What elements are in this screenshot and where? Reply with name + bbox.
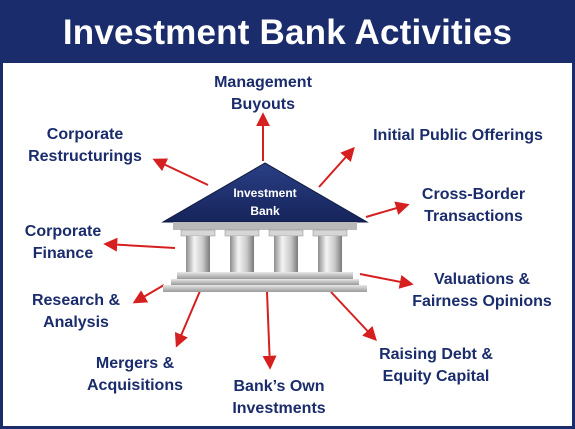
label-valuations-fairness-opinions: Valuations & Fairness Opinions (412, 271, 552, 310)
bank-step (177, 272, 353, 279)
arrow-banks-own-investments (262, 291, 277, 370)
bank-step (171, 279, 359, 285)
arrow-mergers-acquisitions (174, 290, 201, 348)
column-cap (268, 229, 304, 237)
bank-building-icon (161, 162, 369, 292)
arrow-corporate-finance (103, 237, 176, 252)
label-corporate-restructurings: Corporate Restructurings (28, 126, 142, 165)
bank-diagram (103, 112, 414, 370)
arrow-initial-public-offerings (318, 146, 355, 188)
bank-step (163, 285, 367, 292)
page-title: Investment Bank Activities (3, 3, 572, 63)
column-cap (312, 229, 348, 237)
arrows (103, 112, 414, 370)
label-mergers-acquisitions: Mergers & Acquisitions (86, 355, 183, 394)
label-management-buyouts: Management Buyouts (214, 74, 312, 113)
arrow-valuations-fairness-opinions (359, 273, 414, 289)
arrow-corporate-restructurings (152, 158, 209, 186)
column-cap (224, 229, 260, 237)
label-research-analysis: Research & Analysis (31, 292, 121, 331)
arrow-raising-debt-equity-capital (330, 291, 377, 342)
label-cross-border-transactions: Cross-Border Transactions (421, 186, 526, 225)
bank-entablature (173, 222, 357, 230)
bank-label: Investment Bank (233, 186, 297, 218)
label-corporate-finance: Corporate Finance (24, 223, 102, 262)
label-raising-debt-equity-capital: Raising Debt & Equity Capital (379, 346, 493, 385)
arrow-research-analysis (132, 284, 165, 304)
bank-columns (180, 229, 348, 272)
column (230, 236, 254, 272)
column (274, 236, 298, 272)
column (318, 236, 342, 272)
label-banks-own-investments: Bank’s Own Investments (232, 378, 326, 417)
column-cap (180, 229, 216, 237)
column (186, 236, 210, 272)
arrow-cross-border-transactions (365, 201, 410, 218)
label-initial-public-offerings: Initial Public Offerings (373, 127, 543, 144)
